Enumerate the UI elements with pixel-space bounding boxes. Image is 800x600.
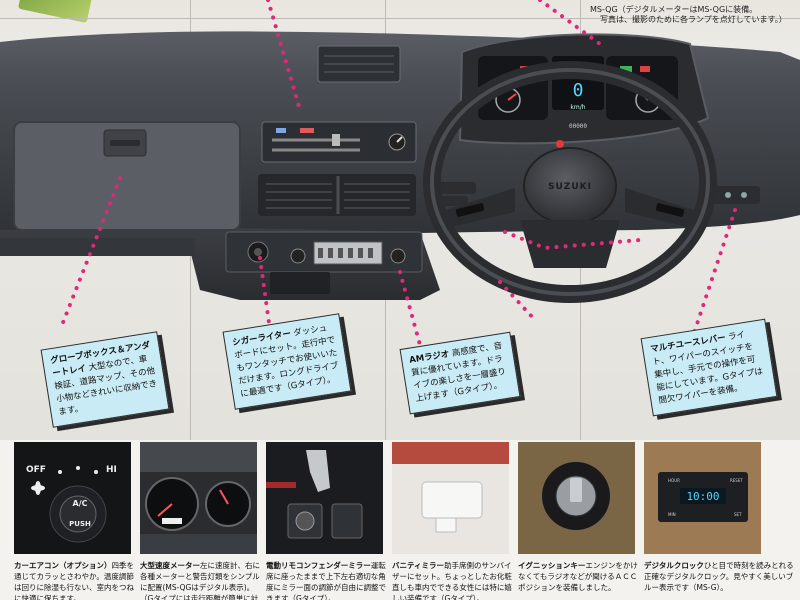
speed-digit: 0	[573, 80, 584, 101]
callout-glovebox-text: 大型なので、車検証、道路マップ、その他小物などきれいに収納できます。	[53, 354, 158, 418]
top-note: MS-QG（デジタルメーターはMS-QGに装備。 写真は、撮影のために各ランプを…	[590, 5, 787, 25]
fan-icon	[31, 481, 45, 495]
leader-lines	[58, 0, 737, 347]
steering-column	[520, 220, 620, 268]
lower-tray	[270, 272, 330, 294]
svg-text:RESET: RESET	[730, 478, 743, 483]
clock-readout: 10:00	[686, 490, 719, 503]
svg-text:A/C: A/C	[73, 499, 88, 508]
thumb-vanity-mirror	[392, 442, 509, 554]
caption-mirror-control-title: 電動リモコンフェンダーミラー	[266, 561, 371, 570]
thumb-mirror-control	[266, 442, 383, 554]
caption-vanity-mirror-title: バニティミラー	[392, 561, 445, 570]
vanity-mirror-illustration	[392, 442, 509, 554]
svg-text:HI: HI	[106, 465, 117, 475]
caption-aircon-title: カーエアコン（オプション）	[14, 561, 112, 570]
feature-thumbnails: A/C PUSH OFF HI カーエアコン（オプション）四季を通じてカラッとさ…	[0, 440, 800, 600]
thumb-speedometer	[140, 442, 257, 554]
mirror-control-illustration	[266, 442, 383, 554]
caption-vanity-mirror-text: 助手席側のサンバイザーにセット。ちょっとしたお化粧直しも車内でできる女性には特に…	[392, 561, 512, 600]
odometer: 00000	[569, 123, 587, 130]
svg-text:PUSH: PUSH	[69, 520, 91, 528]
svg-text:MIN: MIN	[668, 512, 676, 517]
glove-box	[13, 121, 241, 231]
caption-ignition-key: イグニッションキーエンジンをかけなくてもラジオなどが聞けるＡＣＣポジションを装備…	[518, 560, 640, 593]
caption-speedometer-title: 大型速度メーター	[140, 561, 200, 570]
brand-logo: SUZUKI	[548, 182, 592, 192]
clock-illustration: HOUR RESET 10:00 MIN SET	[644, 442, 761, 554]
callout-am-radio-text: 高感度で、音質に優れています。ドライブの楽しさを一層盛り上げます（Gタイプ）。	[410, 341, 507, 405]
svg-text:HOUR: HOUR	[668, 478, 680, 483]
caption-mirror-control: 電動リモコンフェンダーミラー運転席に座ったままで上下左右適切な角度にミラー面の調…	[266, 560, 388, 600]
top-note-line2: 写真は、撮影のために各ランプを点灯しています。）	[600, 15, 787, 24]
svg-text:OFF: OFF	[26, 465, 46, 475]
hazard-light	[556, 140, 564, 148]
caption-digital-clock-title: デジタルクロック	[644, 561, 704, 570]
dashboard-illustration: 0 km/h 00000 SUZUKI	[0, 0, 800, 347]
caption-digital-clock: デジタルクロックひと目で時刻を読みとれる正確なデジタルクロック。見やすく美しいブ…	[644, 560, 794, 593]
thumb-digital-clock: HOUR RESET 10:00 MIN SET	[644, 442, 761, 554]
caption-speedometer-text: 左に速度計、右に各種メーターと警告灯類をシンプルに配置(MS-QGはデジタル表示…	[140, 561, 260, 600]
top-note-line1: MS-QG（デジタルメーターはMS-QGに装備。	[590, 5, 758, 14]
caption-mirror-control-text: 運転席に座ったままで上下左右適切な角度にミラー面の調節が自由に調整できます（Gタ…	[266, 561, 386, 600]
caption-aircon-text: 四季を通じてカラッとさわやか。温度調節は回りに除湿も行ない、室内をつねに快適に保…	[14, 561, 134, 600]
caption-aircon: カーエアコン（オプション）四季を通じてカラッとさわやか。温度調節は回りに除湿も行…	[14, 560, 136, 600]
ignition-illustration	[518, 442, 635, 554]
speedometer-illustration	[140, 442, 257, 554]
caption-ignition-key-title: イグニッションキー	[518, 561, 586, 570]
speed-unit: km/h	[570, 104, 585, 111]
thumb-ignition-key	[518, 442, 635, 554]
caption-digital-clock-text: ひと目で時刻を読みとれる正確なデジタルクロック。見やすく美しいブルー表示です（M…	[644, 561, 794, 592]
caption-ignition-key-text: エンジンをかけなくてもラジオなどが聞けるＡＣＣポジションを装備しました。	[518, 561, 638, 592]
dashboard-lip	[0, 238, 195, 256]
caption-speedometer: 大型速度メーター左に速度計、右に各種メーターと警告灯類をシンプルに配置(MS-Q…	[140, 560, 262, 600]
grid-divider	[0, 18, 800, 19]
thumb-aircon: A/C PUSH OFF HI	[14, 442, 131, 554]
dashboard-photo: MS-QG（デジタルメーターはMS-QGに装備。 写真は、撮影のために各ランプを…	[0, 0, 800, 440]
svg-text:SET: SET	[734, 512, 742, 517]
caption-vanity-mirror: バニティミラー助手席側のサンバイザーにセット。ちょっとしたお化粧直しも車内ででき…	[392, 560, 514, 600]
aircon-knob-illustration: A/C PUSH OFF HI	[26, 465, 117, 543]
